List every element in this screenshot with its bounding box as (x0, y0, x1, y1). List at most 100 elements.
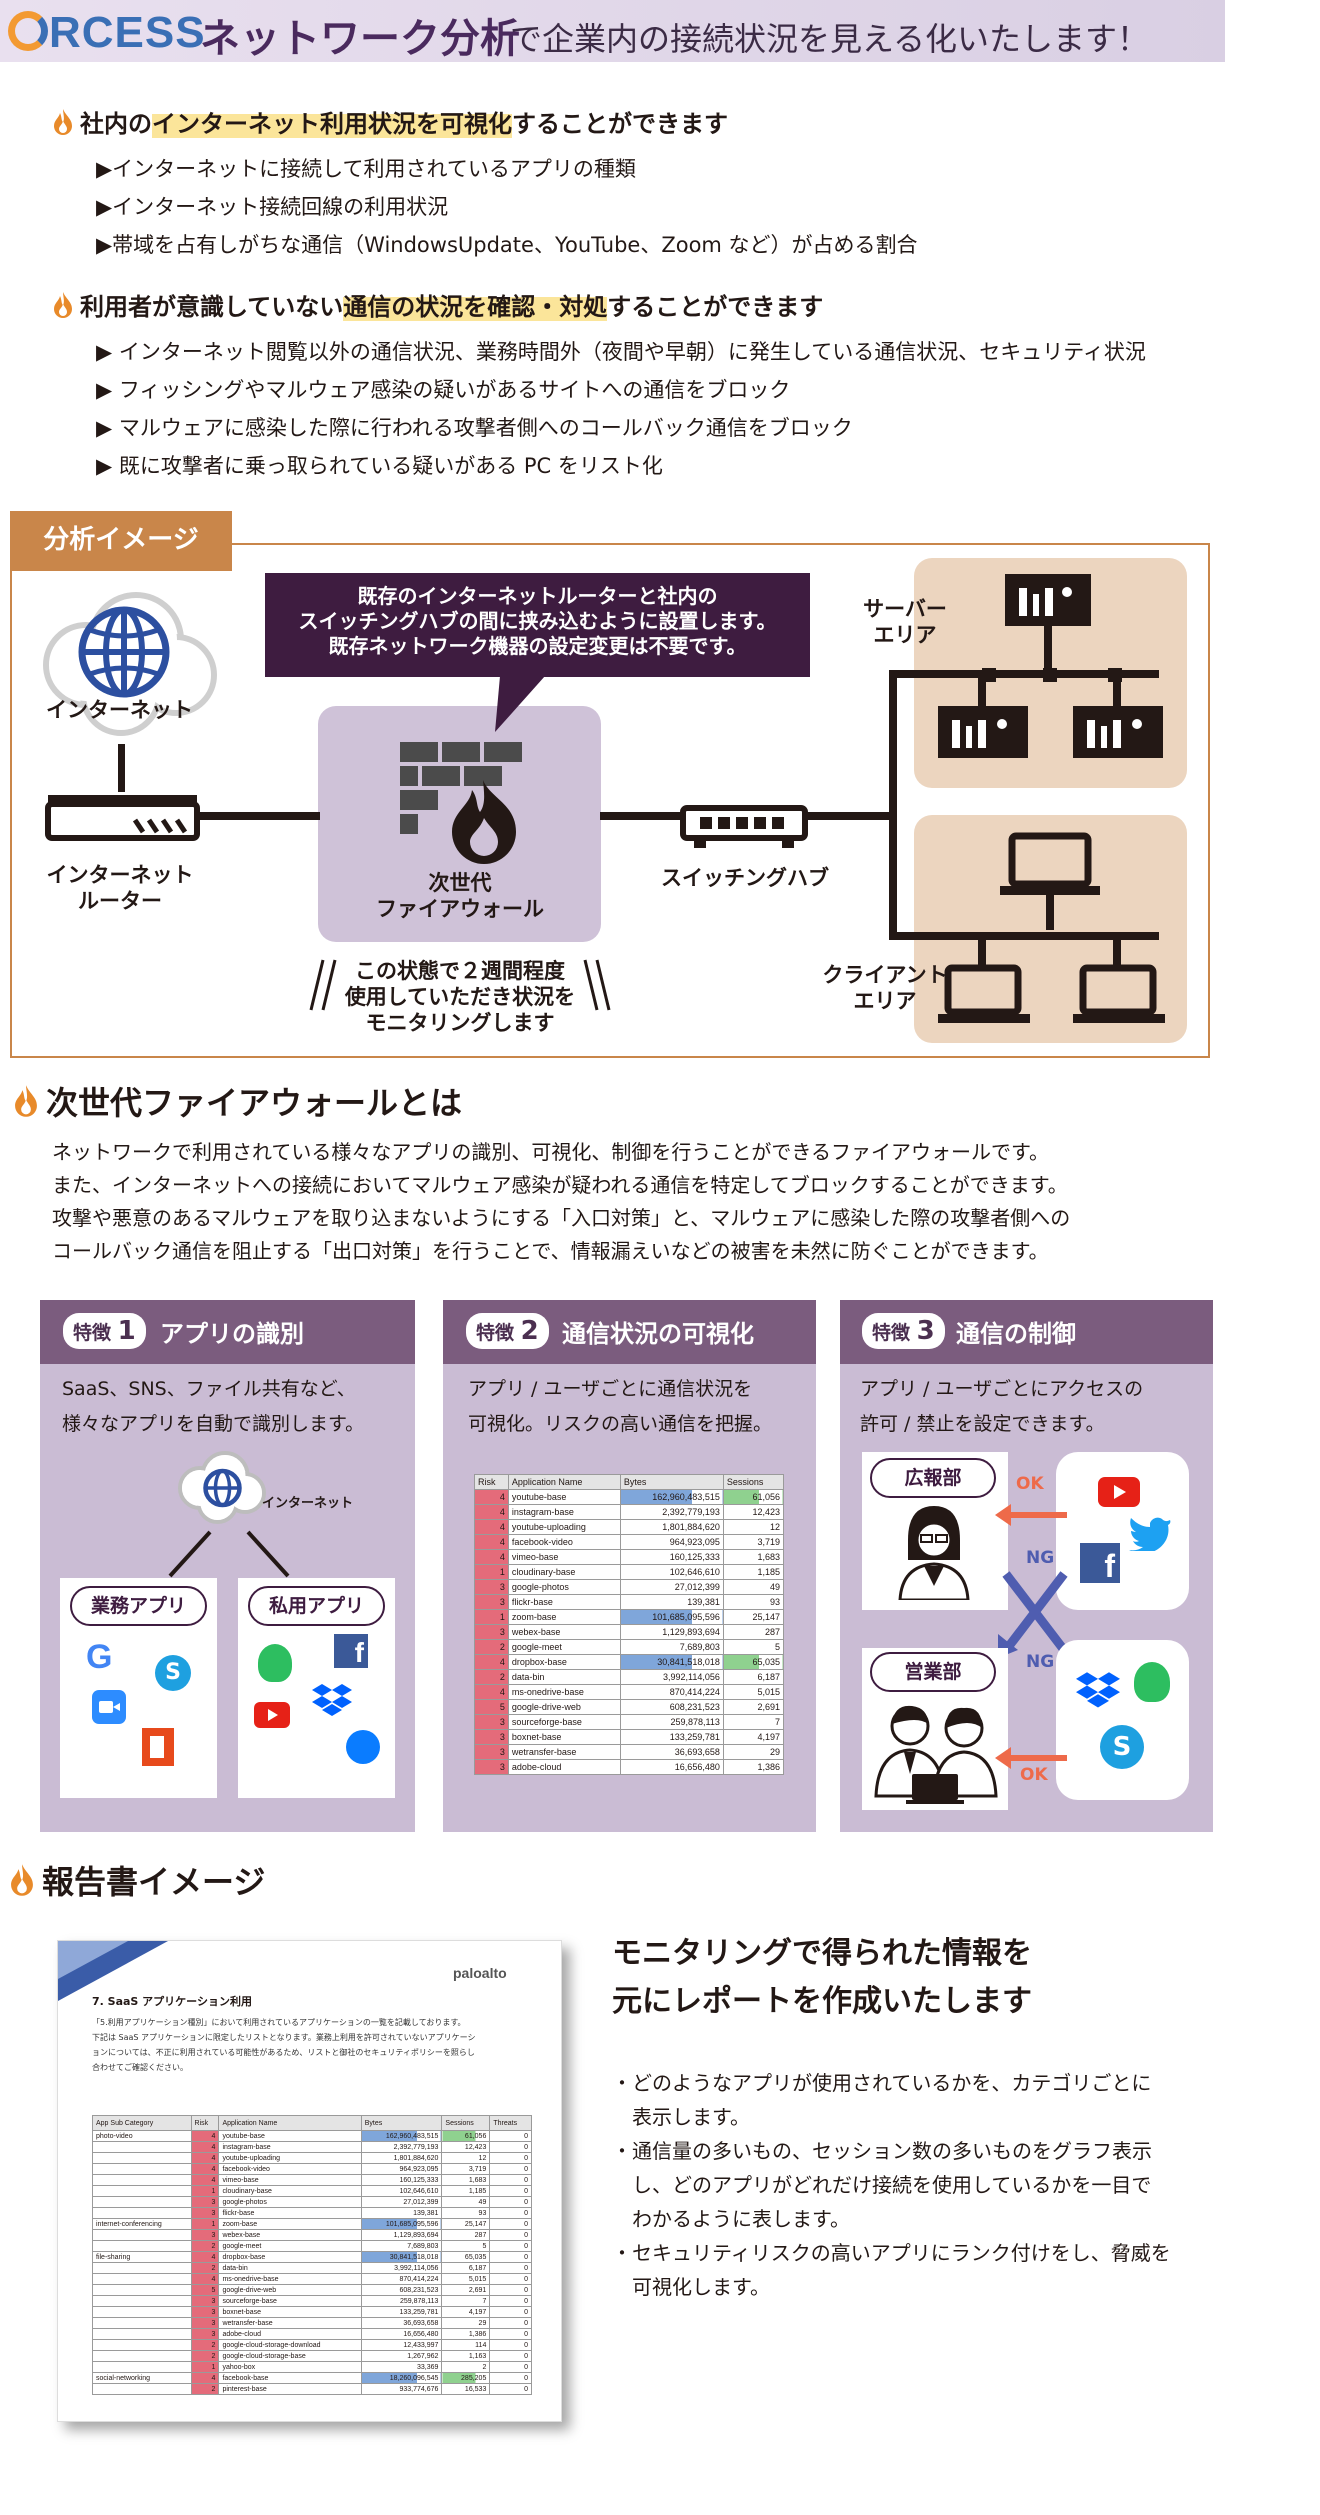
table-cell: 36,693,658 (619, 1744, 724, 1760)
table-cell: wetransfer-base (218, 2317, 362, 2329)
ok-label: OK (1016, 1474, 1044, 1494)
table-cell: 12 (441, 2152, 491, 2164)
table-cell: dropbox-base (218, 2251, 362, 2263)
table-cell: pinterest-base (218, 2383, 362, 2395)
table-cell: 1,801,884,620 (619, 1519, 724, 1535)
risk-cell: 4 (190, 2174, 220, 2186)
evernote-icon (1134, 1662, 1170, 1702)
ngfw-paragraph: コールバック通信を阻止する「出口対策」を行うことで、情報漏えいなどの被害を未然に… (52, 1239, 1049, 1263)
table-cell: adobe-cloud (507, 1759, 621, 1775)
table-cell: 18,260,096,545 (360, 2372, 443, 2384)
table-cell: 0 (489, 2218, 532, 2230)
monitoring-note: この状態で２週間程度 使用していただき状況を モニタリングします (330, 958, 590, 1036)
risk-cell: 4 (474, 1489, 509, 1505)
risk-cell: 3 (474, 1624, 509, 1640)
branch-lines (168, 1530, 290, 1578)
table-cell: 36,693,658 (360, 2317, 443, 2329)
ngfw-paragraph: ネットワークで利用されている様々なアプリの識別、可視化、制御を行うことができるフ… (52, 1140, 1049, 1164)
mini-table-header: Bytes (619, 1474, 724, 1490)
feature-badge-number: 1 (117, 1316, 136, 1346)
section2-bullet: ▶ マルウェアに感染した際に行われる攻撃者側へのコールバック通信をブロック (96, 416, 853, 440)
risk-cell: 3 (190, 2328, 220, 2340)
table-cell: facebook-base (218, 2372, 362, 2384)
table-cell: 3,992,114,056 (360, 2262, 443, 2274)
table-cell: dropbox-base (507, 1654, 621, 1670)
feature-badge-text: 特徴 (476, 1322, 515, 1344)
table-cell: ms-onedrive-base (218, 2273, 362, 2285)
internet-label: インターネット (46, 698, 193, 722)
dept-pr-label: 広報部 (870, 1458, 996, 1498)
report-headline: モニタリングで得られた情報を 元にレポートを作成いたします (612, 1930, 1032, 2026)
table-cell: 30,841,518,018 (360, 2251, 443, 2263)
switching-hub-icon (680, 805, 808, 848)
internet-cloud-small-icon (178, 1451, 266, 1524)
report-page-text: 「5.利用アプリケーション種別」において利用されているアプリケーションの一覧を記… (92, 2015, 475, 2075)
paloalto-logo: paloalto (453, 1965, 507, 1981)
feature1-internet-label: インターネット (262, 1496, 354, 1511)
table-cell: 2,691 (441, 2284, 491, 2296)
table-cell: google-photos (507, 1579, 621, 1595)
link-firewall-switch (600, 812, 682, 820)
table-cell: 2,392,779,193 (360, 2141, 443, 2153)
router-label: インターネットルーター (30, 862, 210, 914)
table-cell: webex-base (507, 1624, 621, 1640)
report-table-header: Bytes (360, 2115, 443, 2131)
skype-icon: S (155, 1655, 191, 1691)
monitoring-note-line: この状態で２週間程度 (355, 959, 565, 983)
feature-badge-text: 特徴 (73, 1322, 112, 1344)
risk-cell: 4 (474, 1549, 509, 1565)
table-cell: 1,386 (441, 2328, 491, 2340)
feature-desc-line: 様々なアプリを自動で識別します。 (62, 1413, 365, 1435)
table-cell: 608,231,523 (619, 1699, 724, 1715)
table-cell: 160,125,333 (360, 2174, 443, 2186)
feature-badge-3: 特徴 3 (862, 1313, 945, 1349)
risk-cell: 1 (474, 1609, 509, 1625)
mini-table-header: Risk (474, 1474, 509, 1490)
dropbox-icon (1076, 1672, 1120, 1708)
table-cell: 133,259,781 (360, 2306, 443, 2318)
report-heading-text: 報告書イメージ (42, 1863, 266, 1901)
twitter-icon (1129, 1517, 1171, 1551)
report-page-text-line: 下記は SaaS アプリケーションに限定したリストとなります。業務上利用を許可さ… (92, 2033, 476, 2042)
table-cell: 259,878,113 (619, 1714, 724, 1730)
ok-label: OK (1020, 1765, 1048, 1785)
table-cell: 0 (489, 2163, 532, 2175)
dropbox-icon (312, 1684, 352, 1716)
risk-cell: 4 (474, 1654, 509, 1670)
section1-bullet: ▶インターネット接続回線の利用状況 (96, 195, 449, 219)
risk-cell: 4 (474, 1534, 509, 1550)
table-cell: 49 (441, 2196, 491, 2208)
report-bullet-line: ・どのようなアプリが使用されているかを、カテゴリごとに (612, 2071, 1152, 2095)
skype-icon: S (1100, 1725, 1144, 1769)
monitoring-note-line: 使用していただき状況を (344, 985, 576, 1009)
risk-cell: 5 (474, 1699, 509, 1715)
table-cell (92, 2339, 192, 2351)
table-cell: instagram-base (218, 2141, 362, 2153)
risk-cell: 2 (190, 2262, 220, 2274)
table-cell: 93 (722, 1594, 785, 1610)
monitoring-note-line: モニタリングします (365, 1011, 555, 1035)
table-cell: 30,841,518,018 (619, 1654, 724, 1670)
ng-cross-arrows (998, 1571, 1068, 1658)
risk-cell: 3 (190, 2295, 220, 2307)
mini-table-header: Sessions (722, 1474, 785, 1490)
section1-bullet: ▶帯域を占有しがちな通信（WindowsUpdate、YouTube、Zoom … (96, 233, 918, 257)
table-cell: boxnet-base (507, 1729, 621, 1745)
table-cell: cloudinary-base (507, 1564, 621, 1580)
server-area-label-line: エリア (873, 623, 937, 647)
server-icon (1005, 574, 1091, 676)
table-cell: youtube-base (218, 2130, 362, 2142)
table-cell: webex-base (218, 2229, 362, 2241)
zoom-icon (92, 1690, 126, 1724)
risk-cell: 4 (190, 2273, 220, 2285)
table-cell: 27,012,399 (619, 1579, 724, 1595)
table-cell: 1,683 (722, 1549, 785, 1565)
firewall-icon (400, 742, 522, 864)
